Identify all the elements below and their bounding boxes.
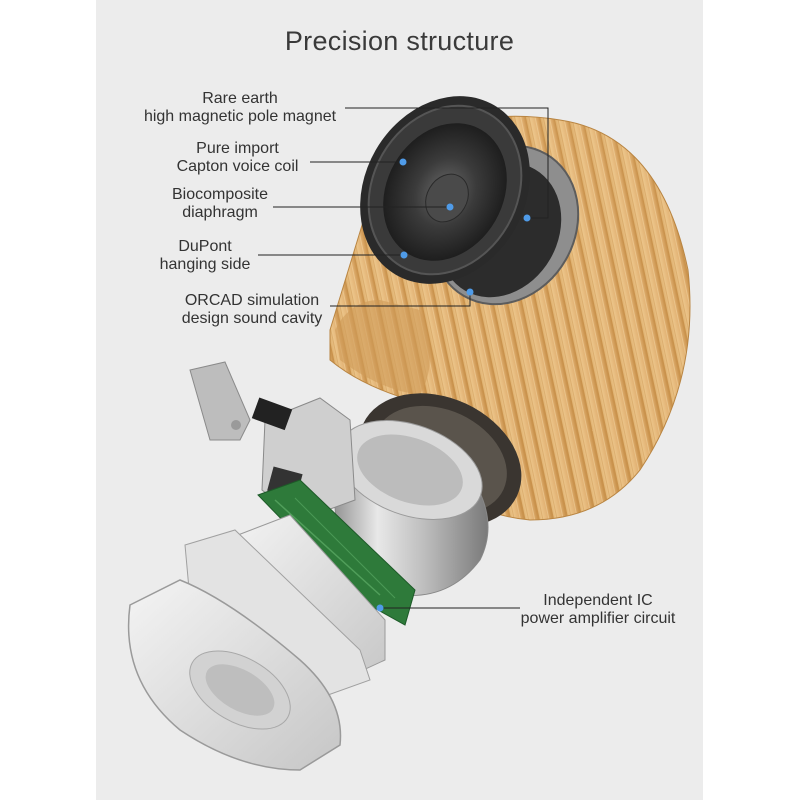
marker-hanging-side <box>400 251 408 259</box>
callout-markers <box>376 158 531 612</box>
callout-voice-coil: Pure import Capton voice coil <box>160 140 315 176</box>
callout-hanging-side: DuPont hanging side <box>150 238 260 274</box>
wood-shell-cutout <box>335 300 430 395</box>
callout-hanging-side-line2: hanging side <box>159 256 251 273</box>
callout-magnet: Rare earth high magnetic pole magnet <box>130 90 350 126</box>
callout-ic-circuit-line1: Independent IC <box>543 592 653 609</box>
callout-sound-cavity-line1: ORCAD simulation <box>184 292 320 309</box>
usb-cover <box>189 361 251 441</box>
callout-diaphragm-line2: diaphragm <box>182 204 258 221</box>
callout-voice-coil-line2: Capton voice coil <box>176 158 299 175</box>
leader-sound-cavity <box>330 292 471 307</box>
marker-voice-coil <box>399 158 407 166</box>
marker-magnet <box>523 214 531 222</box>
callout-sound-cavity-line2: design sound cavity <box>181 310 323 327</box>
callout-diaphragm: Biocomposite diaphragm <box>160 186 280 222</box>
callout-ic-circuit-line2: power amplifier circuit <box>520 610 676 627</box>
callout-magnet-line2: high magnetic pole magnet <box>143 108 337 125</box>
marker-sound-cavity <box>466 288 474 296</box>
callout-hanging-side-line1: DuPont <box>178 238 232 255</box>
dust-cap <box>425 173 469 223</box>
callout-ic-circuit: Independent IC power amplifier circuit <box>508 592 688 628</box>
page-title: Precision structure <box>284 26 515 56</box>
marker-diaphragm <box>446 203 454 211</box>
callout-sound-cavity: ORCAD simulation design sound cavity <box>172 292 332 328</box>
leader-magnet <box>345 107 549 219</box>
leader-lines <box>258 107 549 609</box>
callout-diaphragm-line1: Biocomposite <box>171 186 269 203</box>
callout-magnet-line1: Rare earth <box>202 90 278 107</box>
marker-ic-circuit <box>376 604 384 612</box>
callout-voice-coil-line1: Pure import <box>196 140 279 157</box>
